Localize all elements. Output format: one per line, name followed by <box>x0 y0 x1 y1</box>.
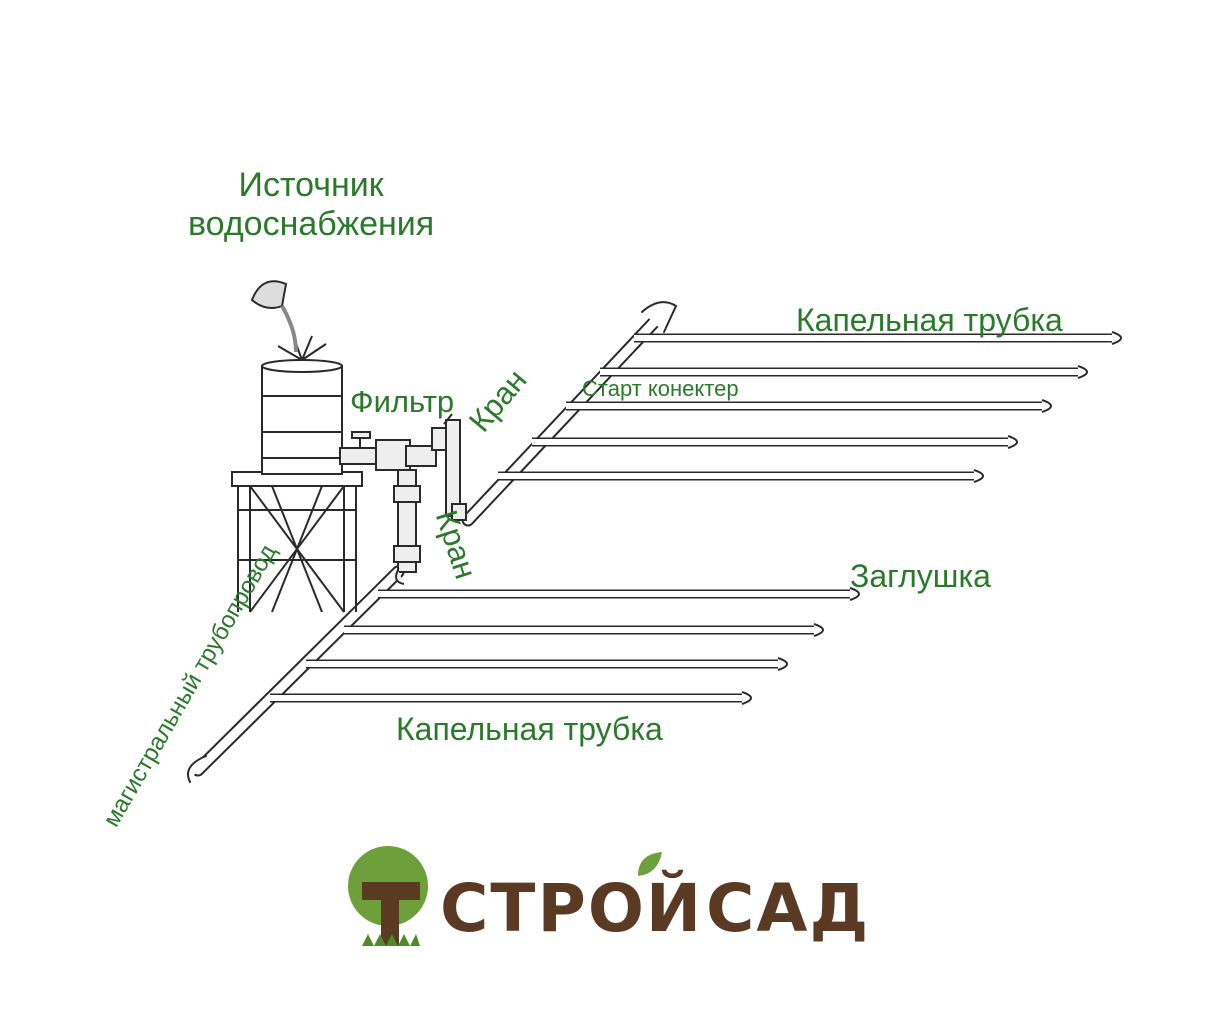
drip-tube-top-label: Капельная трубка <box>796 302 1063 338</box>
upper-lateral-5 <box>498 469 984 483</box>
end-cap-icon <box>973 469 984 483</box>
lower-main-pipe <box>187 565 405 783</box>
tree-logo-icon <box>348 846 428 946</box>
lower-lateral-1 <box>378 587 860 601</box>
filter-label: Фильтр <box>350 384 455 419</box>
water-source-label-line1: Источник <box>238 166 384 204</box>
end-cap-icon <box>813 623 824 637</box>
lower-lateral-4 <box>270 691 752 705</box>
lower-lateral-2 <box>344 623 824 637</box>
filter-icon <box>339 431 437 471</box>
end-cap-icon <box>1007 435 1018 449</box>
start-connector-label: Старт конектер <box>582 376 739 401</box>
logo-word-stroy: СТРОЙ <box>440 870 704 947</box>
water-stand <box>231 471 363 613</box>
water-source-label: Источник водоснабжения <box>188 166 434 244</box>
end-cap-icon <box>741 691 752 705</box>
watering-can-icon <box>250 280 298 353</box>
upper-drip-laterals <box>498 331 1122 483</box>
logo-word-sad: САД <box>706 870 871 947</box>
valve-icon <box>431 413 467 521</box>
end-cap-icon <box>849 587 860 601</box>
upper-lateral-4 <box>532 435 1018 449</box>
lower-drip-laterals <box>270 587 860 705</box>
end-cap-icon <box>777 657 788 671</box>
upper-lateral-2 <box>600 365 1088 379</box>
lower-lateral-3 <box>306 657 788 671</box>
water-source-label-line2: водоснабжения <box>188 205 435 244</box>
drip-tube-bottom-label: Капельная трубка <box>396 711 663 747</box>
water-barrel-icon <box>261 335 343 475</box>
upper-lateral-1 <box>634 331 1122 345</box>
upper-lateral-3 <box>566 399 1052 413</box>
end-cap-icon <box>1077 365 1088 379</box>
leaf-icon <box>638 852 662 876</box>
lower-riser-pipe <box>393 469 421 585</box>
end-cap-icon <box>1111 331 1122 345</box>
end-cap-label: Заглушка <box>850 558 991 594</box>
stroy-sad-logo: СТРОЙ САД <box>344 842 868 957</box>
upper-main-pipe <box>461 301 678 527</box>
end-cap-icon <box>1041 399 1052 413</box>
